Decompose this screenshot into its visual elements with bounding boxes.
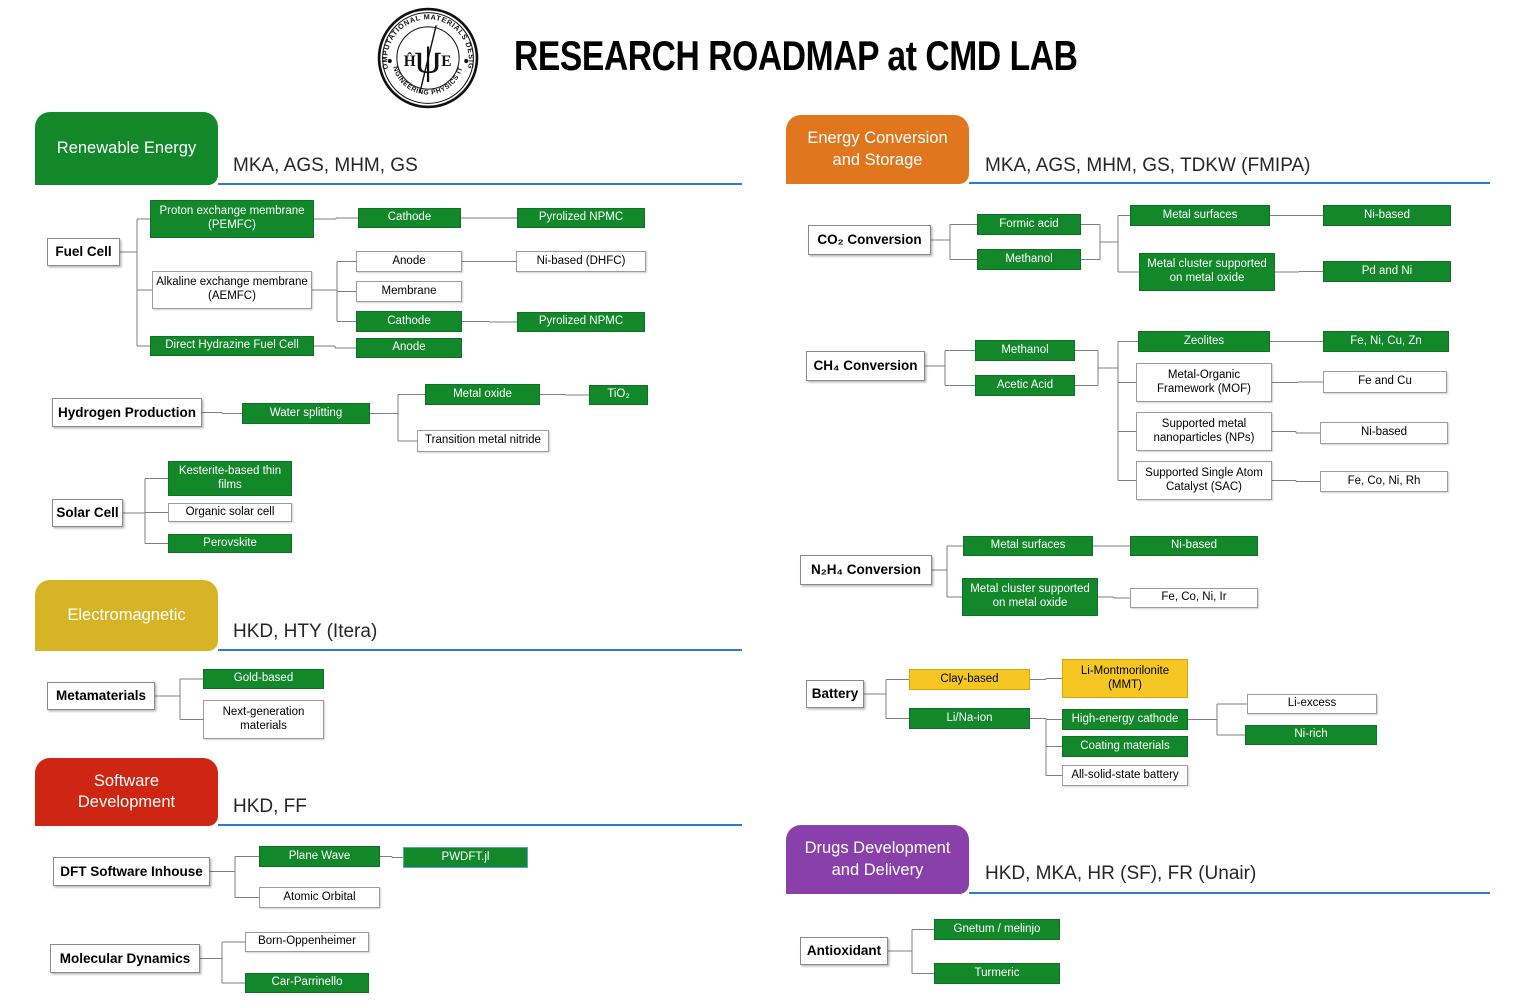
node-limmt: Li-Montmorilonite (MMT): [1062, 659, 1188, 698]
node-battery: Battery: [806, 680, 864, 708]
node-nps: Supported metal nanoparticles (NPs): [1136, 412, 1272, 451]
node-hec: High-energy cathode: [1062, 709, 1188, 730]
node-metal-oxide: Metal oxide: [425, 384, 540, 405]
node-pyrolized1: Pyrolized NPMC: [517, 208, 645, 228]
section-underline-software-development: [218, 824, 742, 826]
section-header-electromagnetic: Electromagnetic: [35, 580, 218, 651]
node-anode-g: Anode: [356, 338, 462, 358]
node-nibased-dhfc: Ni-based (DHFC): [516, 251, 646, 272]
staff-initials-drugs-development-delivery: HKD, MKA, HR (SF), FR (Unair): [985, 863, 1257, 884]
section-underline-electromagnetic: [218, 649, 742, 651]
node-zeolites: Zeolites: [1138, 331, 1270, 352]
node-liexcess: Li-excess: [1247, 694, 1377, 714]
section-header-renewable-energy: Renewable Energy: [35, 112, 218, 185]
node-metamaterials: Metamaterials: [47, 682, 155, 710]
node-methanol-ch4: Methanol: [975, 340, 1075, 361]
node-clay: Clay-based: [909, 669, 1030, 690]
node-atomic-orbital: Atomic Orbital: [259, 887, 380, 908]
node-born-opp: Born-Oppenheimer: [245, 932, 369, 952]
node-pemfc: Proton exchange membrane (PEMFC): [150, 200, 314, 238]
node-nibased-n2h4: Ni-based: [1130, 536, 1258, 556]
node-nibased-co2: Ni-based: [1323, 205, 1451, 226]
node-turmeric: Turmeric: [934, 963, 1060, 984]
node-tmn: Transition metal nitride: [417, 430, 549, 452]
node-methanol-co2: Methanol: [977, 249, 1081, 270]
node-gold-based: Gold-based: [203, 669, 324, 689]
node-solar-cell: Solar Cell: [52, 499, 123, 527]
logo-energy-symbol: E: [441, 53, 451, 70]
staff-initials-software-development: HKD, FF: [233, 796, 307, 817]
node-hydrogen-production: Hydrogen Production: [52, 398, 202, 427]
node-nibased-ch4: Ni-based: [1320, 422, 1448, 444]
section-header-software-development: Software Development: [35, 758, 218, 826]
node-aemfc: Alkaline exchange membrane (AEMFC): [152, 271, 312, 309]
staff-initials-electromagnetic: HKD, HTY (Itera): [233, 621, 378, 642]
page-title: RESEARCH ROADMAP at CMD LAB: [514, 32, 1078, 79]
node-dhfc: Direct Hydrazine Fuel Cell: [150, 336, 314, 356]
node-pyrolized2: Pyrolized NPMC: [517, 312, 645, 332]
node-feconiir: Fe, Co, Ni, Ir: [1130, 588, 1258, 608]
node-water-splitting: Water splitting: [242, 403, 370, 424]
node-dft: DFT Software Inhouse: [53, 857, 210, 886]
staff-initials-renewable-energy: MKA, AGS, MHM, GS: [233, 155, 418, 176]
node-metal-cluster-co2: Metal cluster supported on metal oxide: [1139, 253, 1275, 291]
staff-initials-energy-conversion-storage: MKA, AGS, MHM, GS, TDKW (FMIPA): [985, 155, 1311, 176]
section-header-energy-conversion-storage: Energy Conversion and Storage: [786, 115, 969, 184]
node-tio2: TiO₂: [589, 385, 648, 405]
node-linaion: Li/Na-ion: [909, 708, 1030, 729]
node-assb: All-solid-state battery: [1062, 765, 1188, 786]
node-cathode1: Cathode: [358, 208, 461, 228]
node-organic: Organic solar cell: [168, 503, 292, 522]
node-pdni: Pd and Ni: [1323, 261, 1451, 282]
node-sac: Supported Single Atom Catalyst (SAC): [1136, 461, 1272, 500]
node-co2: CO₂ Conversion: [808, 225, 931, 255]
node-plane-wave: Plane Wave: [259, 846, 380, 867]
node-fenicuzn: Fe, Ni, Cu, Zn: [1323, 331, 1449, 352]
node-nextgen: Next-generation materials: [203, 700, 324, 739]
node-pwdftjl: PWDFT.jl: [403, 847, 528, 868]
node-fecu: Fe and Cu: [1323, 371, 1447, 393]
node-metal-surfaces-co2: Metal surfaces: [1130, 205, 1270, 226]
node-membrane: Membrane: [356, 281, 462, 302]
node-cathode2: Cathode: [356, 311, 462, 332]
node-mc-n2h4: Metal cluster supported on metal oxide: [962, 578, 1098, 616]
node-nirich: Ni-rich: [1245, 725, 1377, 745]
node-ch4: CH₄ Conversion: [806, 351, 925, 381]
node-mof: Metal-Organic Framework (MOF): [1136, 363, 1272, 402]
section-underline-renewable-energy: [218, 183, 742, 185]
node-car-parr: Car-Parrinello: [245, 973, 369, 993]
node-gnetum: Gnetum / melinjo: [934, 919, 1060, 940]
node-kesterite: Kesterite-based thin films: [168, 461, 292, 496]
section-header-drugs-development-delivery: Drugs Development and Delivery: [786, 825, 969, 894]
logo-psi-slash: [419, 25, 437, 93]
node-perovskite: Perovskite: [168, 534, 292, 553]
node-ms-n2h4: Metal surfaces: [963, 536, 1093, 556]
section-underline-drugs-development-delivery: [969, 892, 1490, 894]
node-coating: Coating materials: [1062, 736, 1188, 757]
logo-hamiltonian-symbol: Ĥ: [404, 53, 416, 70]
node-fuel-cell: Fuel Cell: [47, 238, 120, 266]
node-formic: Formic acid: [977, 214, 1081, 235]
node-feconirh: Fe, Co, Ni, Rh: [1320, 471, 1448, 492]
section-underline-energy-conversion-storage: [969, 182, 1490, 184]
node-acetic: Acetic Acid: [975, 375, 1075, 396]
node-md: Molecular Dynamics: [50, 944, 200, 973]
node-anode-w: Anode: [356, 251, 462, 272]
node-antioxidant: Antioxidant: [800, 937, 888, 965]
node-n2h4: N₂H₄ Conversion: [800, 555, 932, 585]
